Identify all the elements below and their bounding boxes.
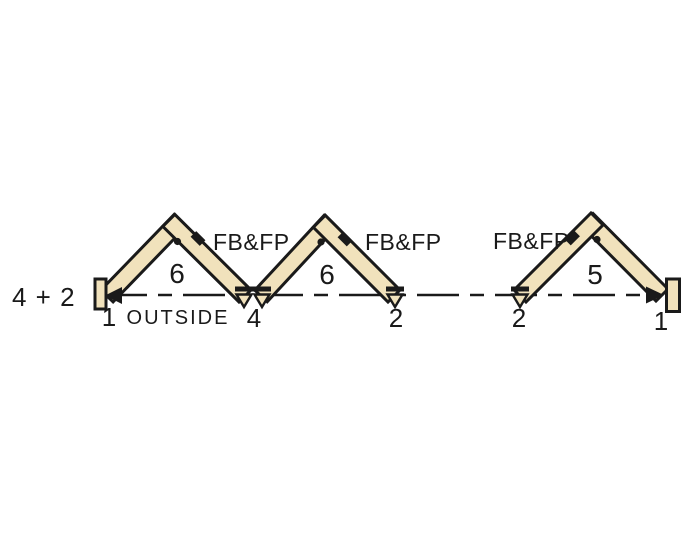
hinge-icon (190, 231, 206, 246)
pivot-dot-icon (173, 237, 182, 246)
point-label: 1 (102, 302, 116, 332)
hardware-label: FB&FP (493, 228, 570, 254)
floor-guide-icon (234, 286, 254, 310)
pivot-dot-icon (593, 235, 601, 244)
left-jamb (93, 277, 108, 311)
hinge-icon (565, 230, 580, 246)
point-label: 2 (389, 303, 403, 333)
config-label: 4 + 2 (12, 282, 76, 312)
right-pivot-arrow-icon (646, 286, 664, 304)
left-pivot-arrow-icon (105, 287, 122, 304)
hardware-label: FB&FP (213, 229, 290, 255)
hinge-icon (337, 231, 353, 247)
point-label: 1 (654, 306, 668, 336)
panel-count-label: 5 (587, 259, 603, 290)
panel-count-label: 6 (169, 258, 185, 289)
floor-guide-icon (385, 286, 405, 310)
floor-guide-icon (252, 286, 272, 310)
floor-guide-icon (510, 286, 530, 310)
pivot-dot-icon (317, 238, 325, 246)
outside-label: OUTSIDE (127, 307, 230, 329)
hardware-label: FB&FP (365, 229, 442, 255)
point-label: 2 (512, 303, 526, 333)
right-jamb (665, 277, 681, 313)
panel-count-label: 6 (319, 259, 335, 290)
point-label: 4 (247, 303, 261, 333)
